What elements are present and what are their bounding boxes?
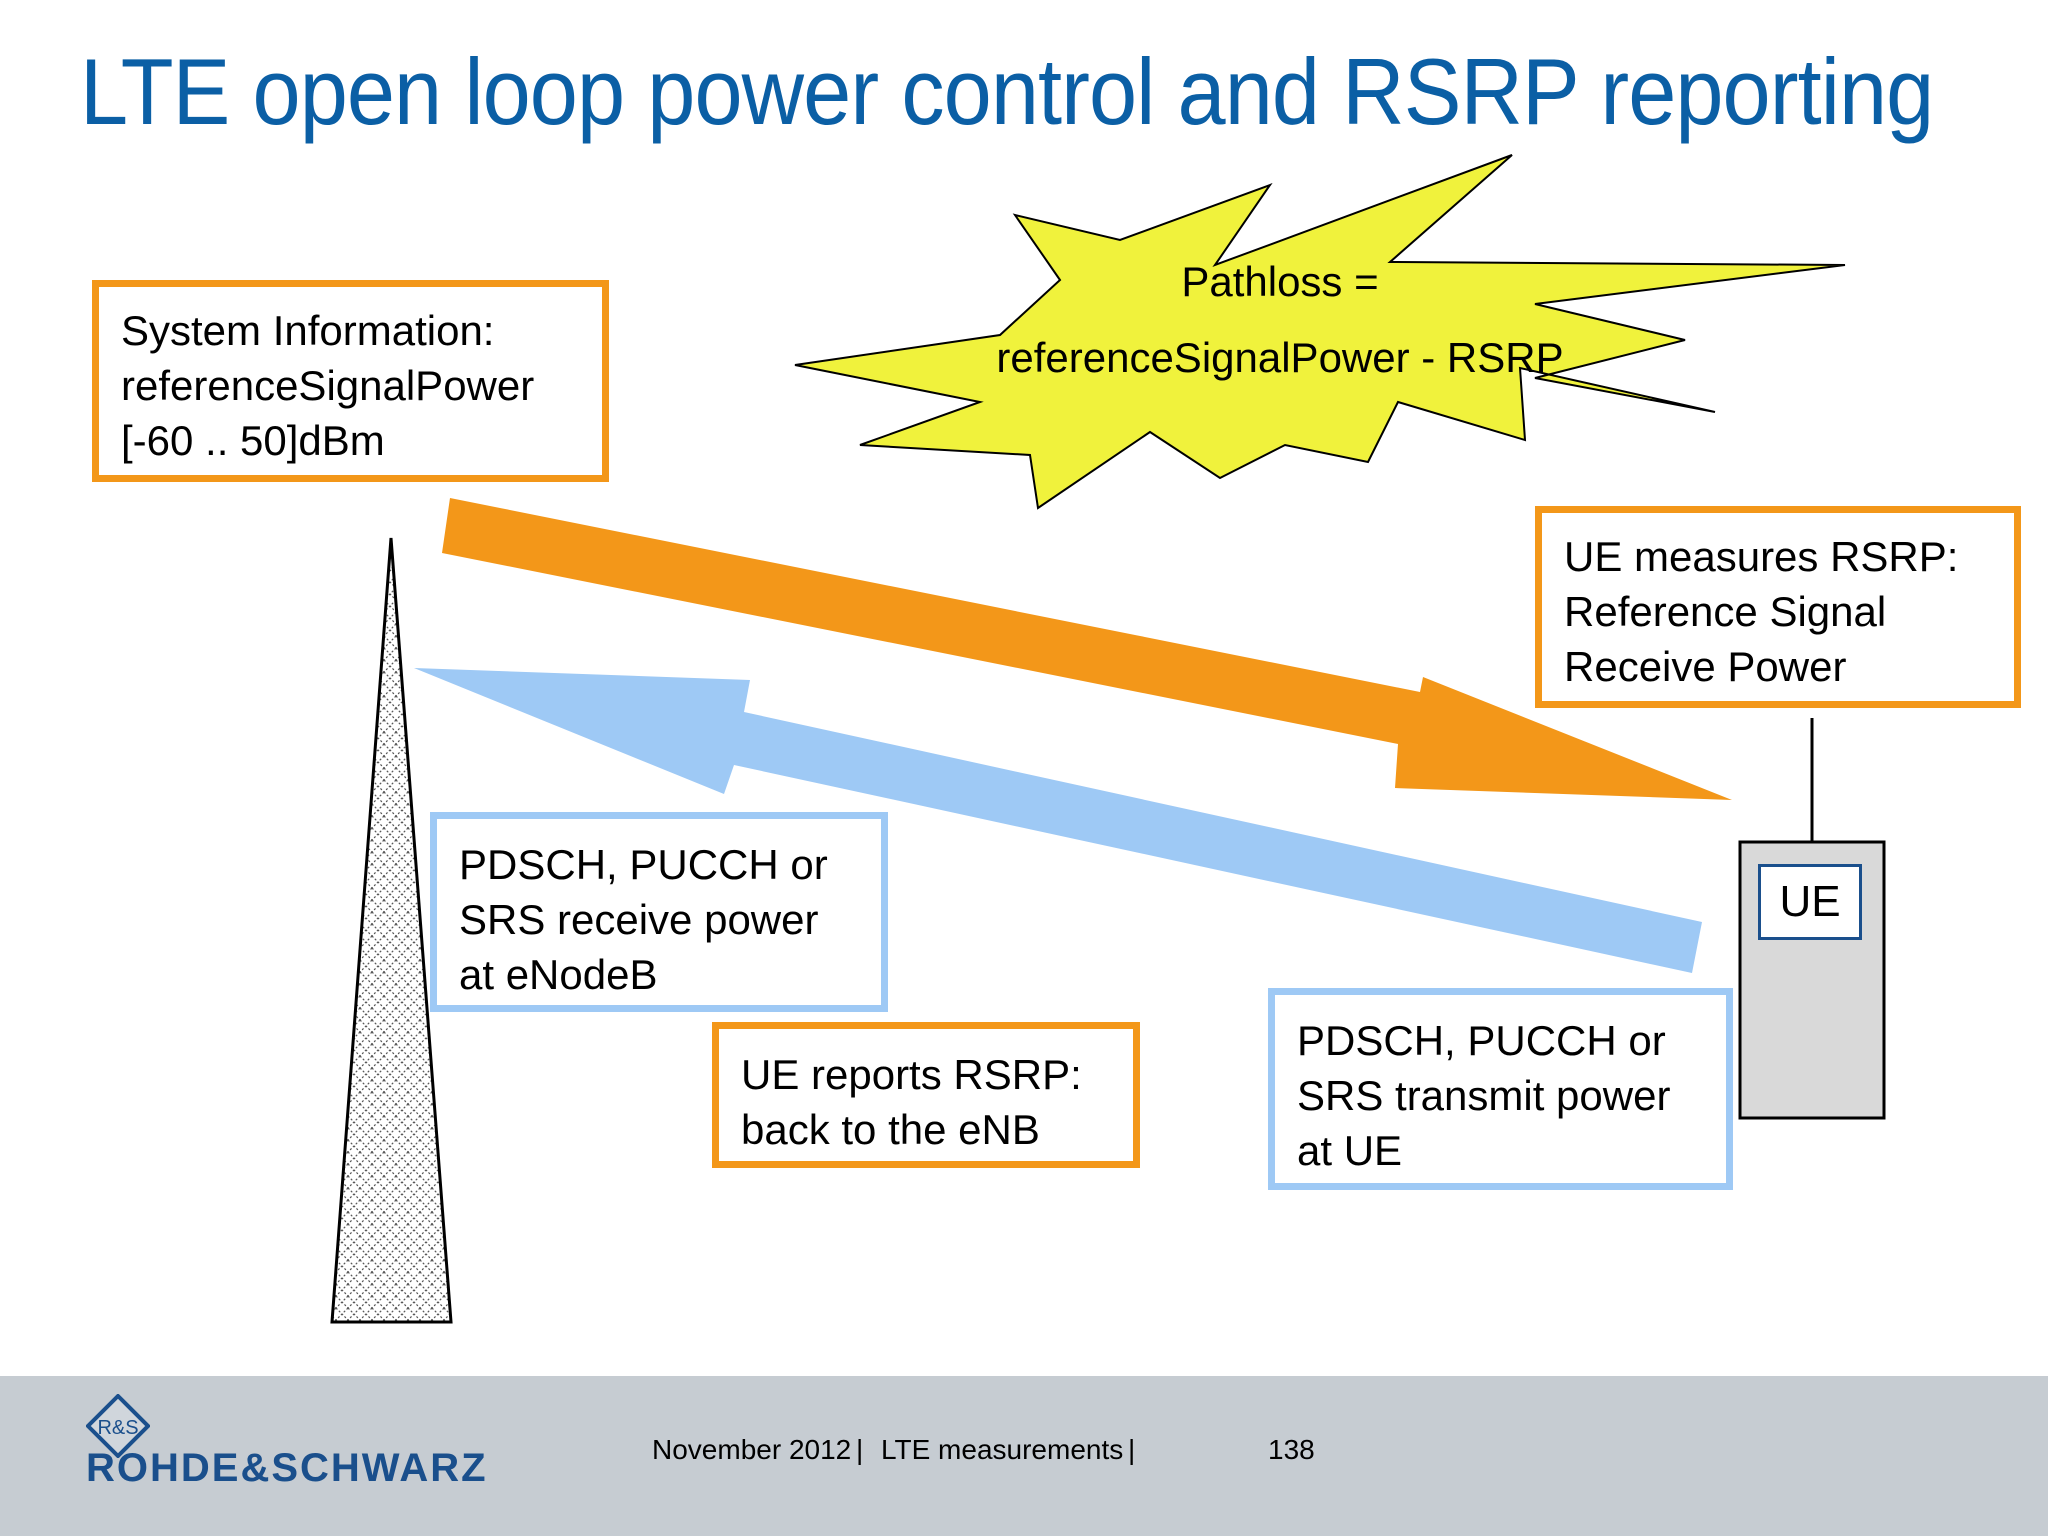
uplink-arrow [414,668,1702,973]
downlink-arrow [442,498,1732,800]
company-logo-text: ROHDE&SCHWARZ [86,1446,488,1490]
ue-transmit-line1: PDSCH, PUCCH or [1297,1017,1666,1064]
footer-topic: LTE measurements [881,1434,1124,1465]
ue-transmit-line3: at UE [1297,1127,1403,1174]
ue-measures-line2: Reference Signal [1564,588,1887,635]
ue-measures-line3: Receive Power [1564,643,1847,690]
pathloss-starburst [794,154,1846,510]
svg-text:R&S: R&S [97,1417,138,1439]
system-information-line3: [-60 .. 50]dBm [121,417,385,464]
pathloss-label-line2: referenceSignalPower - RSRP [996,334,1564,381]
ue-reports-line2: back to the eNB [741,1106,1040,1153]
ue-transmit-line2: SRS transmit power [1297,1072,1671,1119]
pathloss-label-line1: Pathloss = [1181,258,1379,305]
footer-date: November 2012 [652,1434,852,1465]
ue-measures-line1: UE measures RSRP: [1564,533,1959,580]
footer-separator-1: | [856,1434,864,1465]
ue-reports-line1: UE reports RSRP: [741,1051,1082,1098]
ue-transmit-power-box: PDSCH, PUCCH or SRS transmit power at UE [1268,988,1733,1190]
rohde-schwarz-logo-icon: R&S [86,1394,150,1458]
enodeb-receive-line1: PDSCH, PUCCH or [459,841,828,888]
ue-reports-rsrp-box: UE reports RSRP: back to the eNB [712,1022,1140,1168]
system-information-line1: System Information: [121,307,495,354]
enodeb-receive-line2: SRS receive power [459,896,819,943]
ue-device-label: UE [1758,864,1862,940]
footer-separator-2: | [1128,1434,1136,1465]
enodeb-tower [330,537,453,1324]
system-information-box: System Information: referenceSignalPower… [92,280,609,482]
ue-measures-rsrp-box: UE measures RSRP: Reference Signal Recei… [1535,506,2021,708]
system-information-line2: referenceSignalPower [121,362,535,409]
enodeb-receive-line3: at eNodeB [459,951,658,998]
page-title: LTE open loop power control and RSRP rep… [80,39,1934,144]
footer-bar [0,1376,2048,1536]
footer-page-number: 138 [1268,1434,1315,1465]
enodeb-receive-power-box: PDSCH, PUCCH or SRS receive power at eNo… [430,812,888,1012]
